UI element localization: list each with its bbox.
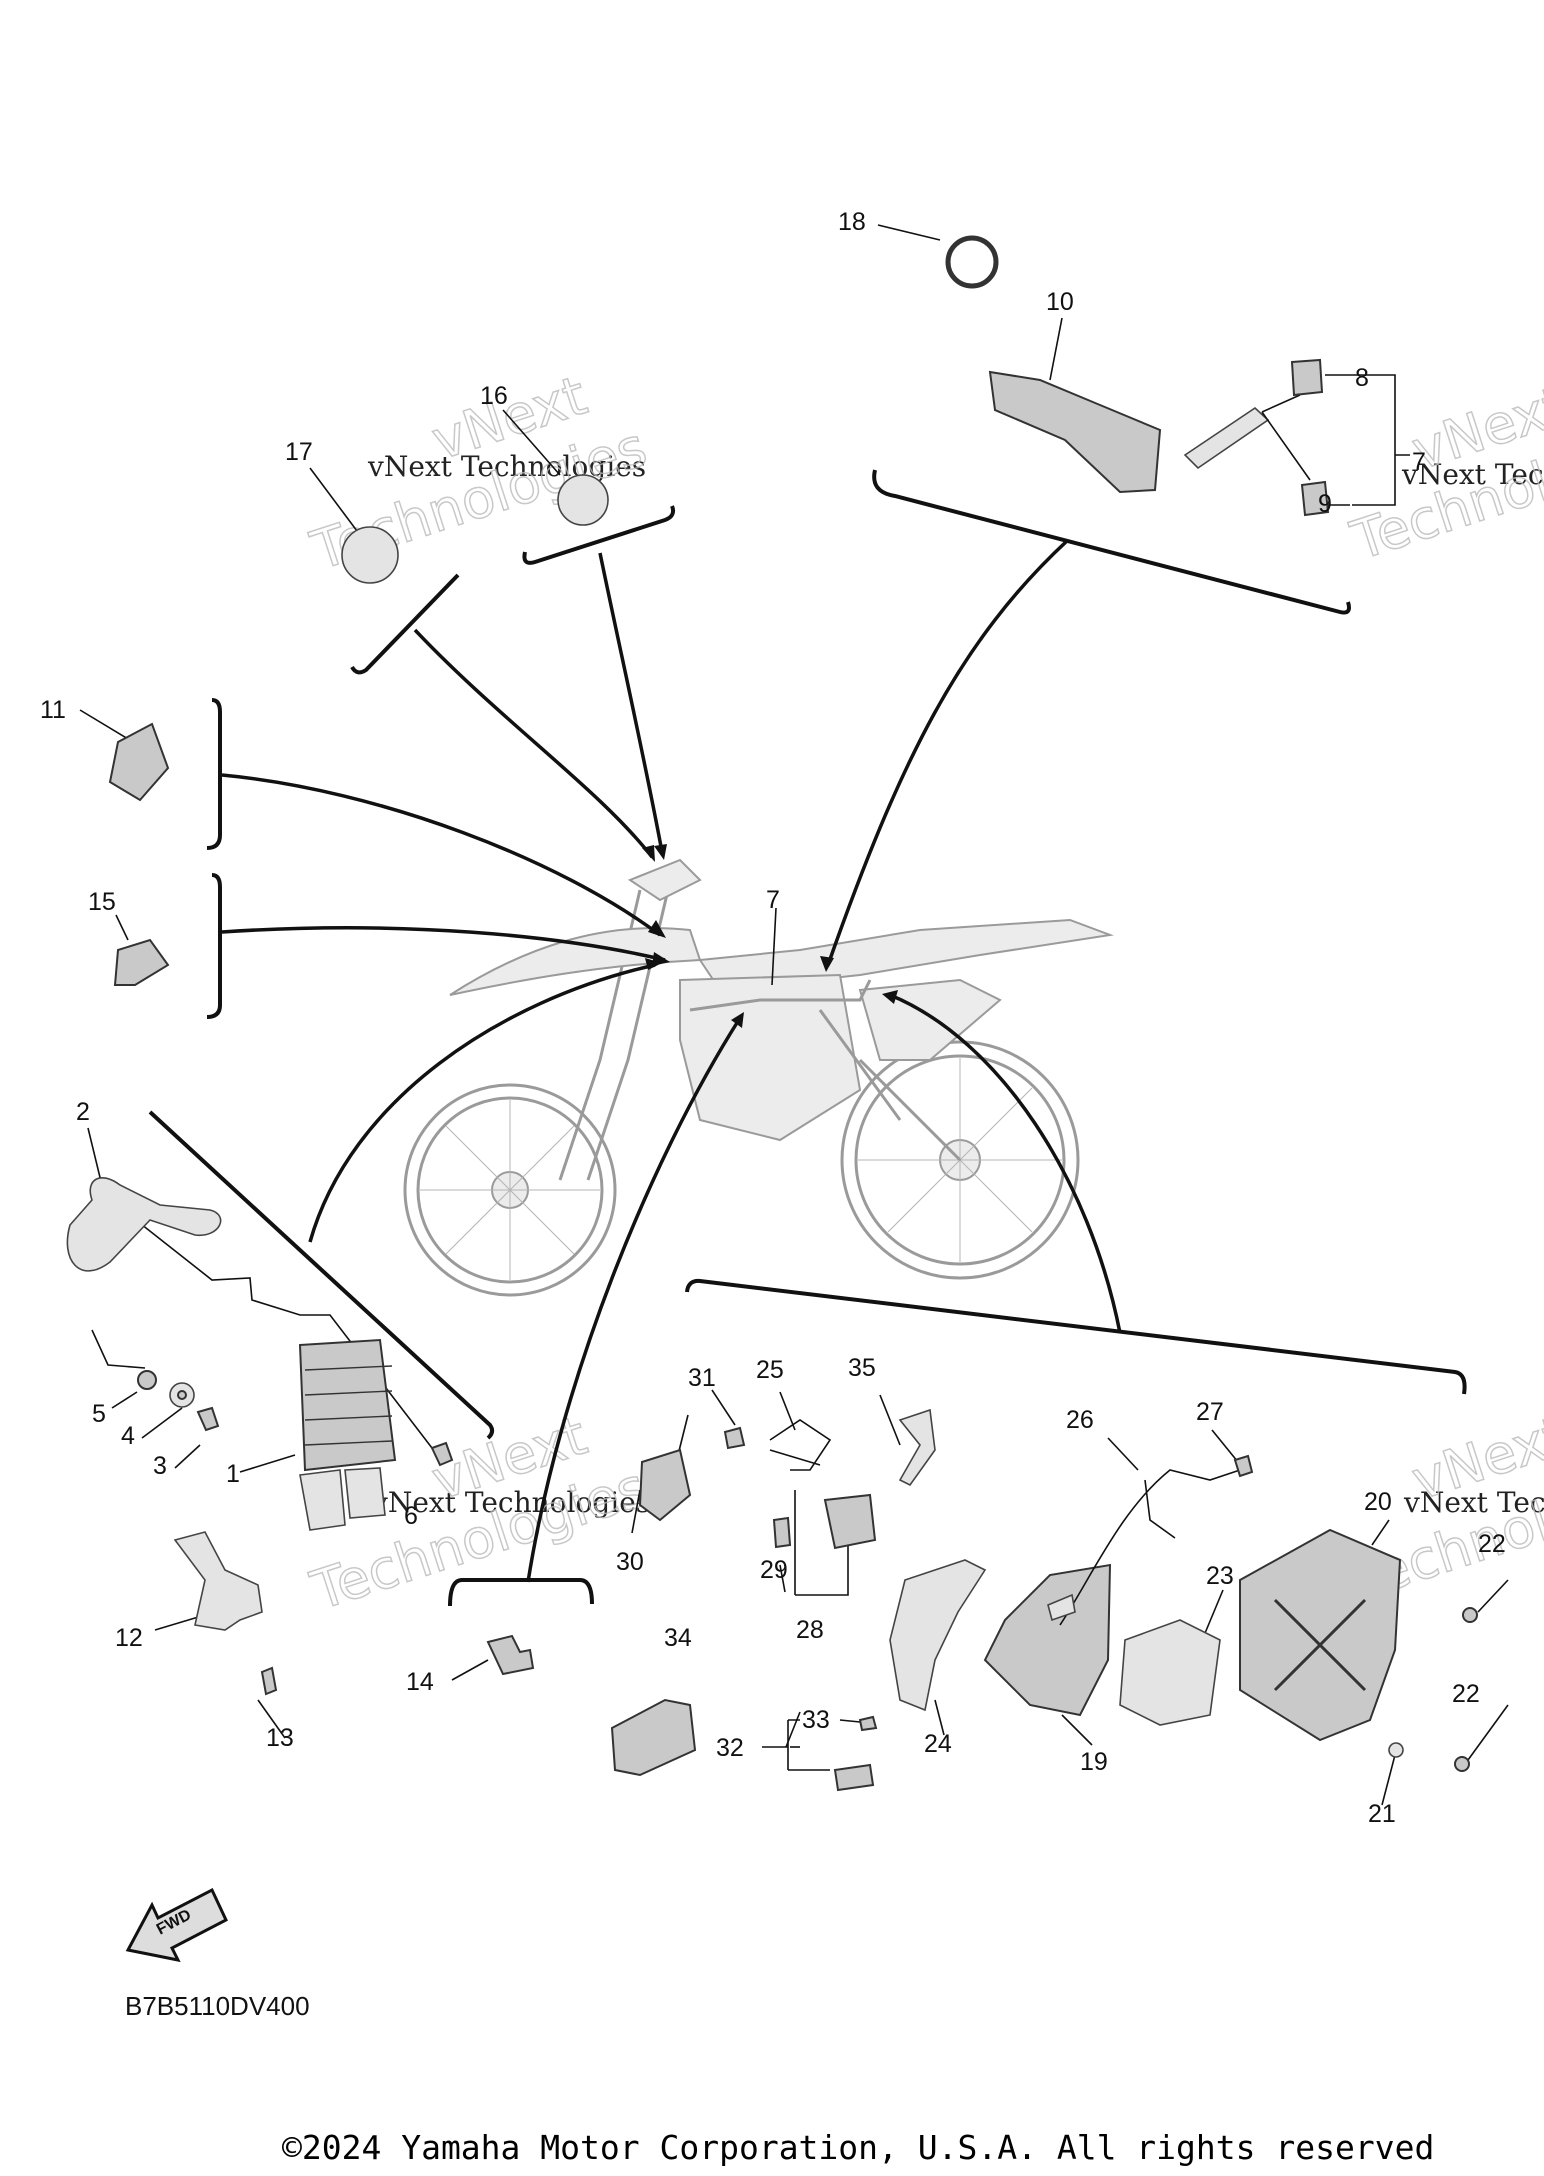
nut-part-5 bbox=[137, 1370, 157, 1390]
coupler-part-8 bbox=[1290, 358, 1324, 397]
leader-arrows bbox=[221, 538, 1122, 1583]
regulator-fins bbox=[304, 1365, 393, 1446]
callout-13: 13 bbox=[266, 1724, 294, 1752]
group-brackets bbox=[148, 469, 1467, 1607]
callout-27: 27 bbox=[1196, 1398, 1224, 1426]
callout-6: 6 bbox=[404, 1502, 418, 1530]
callout-16: 16 bbox=[480, 382, 508, 410]
bolt-part-14 bbox=[486, 1634, 535, 1676]
cover-part-24 bbox=[889, 1559, 987, 1712]
arrow-heads bbox=[642, 844, 898, 1028]
part-shapes bbox=[66, 235, 1478, 1792]
callout-labels: 1 2 3 4 5 6 7 7 8 9 10 11 12 13 14 15 16… bbox=[40, 208, 1506, 1828]
callout-10: 10 bbox=[1046, 288, 1074, 316]
ecu-part-34 bbox=[610, 1698, 697, 1777]
bolt-part-6 bbox=[430, 1441, 454, 1467]
pad-part-23 bbox=[1119, 1619, 1221, 1726]
callout-3: 3 bbox=[153, 1452, 167, 1480]
bolt-part-13 bbox=[260, 1666, 278, 1696]
callout-7: 7 bbox=[766, 886, 780, 914]
fuse-holder-part-32 bbox=[833, 1763, 875, 1792]
clip-part-31 bbox=[723, 1426, 746, 1450]
washer-part-21 bbox=[1388, 1742, 1404, 1758]
callout-29: 29 bbox=[760, 1556, 788, 1584]
svg-text:vNext Technologies: vNext Technologies bbox=[1401, 458, 1544, 491]
callout-2: 2 bbox=[76, 1098, 90, 1126]
svg-text:vNext Technologies: vNext Technologies bbox=[1403, 1486, 1544, 1519]
callout-34: 34 bbox=[664, 1624, 692, 1652]
coupler-part-30 bbox=[638, 1448, 692, 1522]
callout-23: 23 bbox=[1206, 1562, 1234, 1590]
callout-8: 8 bbox=[1355, 364, 1369, 392]
callout-19: 19 bbox=[1080, 1748, 1108, 1776]
case-part-19 bbox=[983, 1563, 1112, 1717]
callout-30: 30 bbox=[616, 1548, 644, 1576]
band-part-35 bbox=[898, 1408, 936, 1487]
svg-text:vNext Technologies: vNext Technologies bbox=[371, 1486, 650, 1519]
cover-part-10 bbox=[988, 370, 1162, 494]
relay-part-28 bbox=[823, 1493, 877, 1550]
harness-part-25 bbox=[769, 1419, 832, 1471]
svg-text:vNext Technologies: vNext Technologies bbox=[367, 450, 646, 483]
callout-22: 22 bbox=[1478, 1530, 1506, 1558]
callout-4: 4 bbox=[121, 1422, 135, 1450]
sensor-part-15 bbox=[113, 938, 170, 986]
callout-7b: 7 bbox=[1412, 448, 1426, 476]
callout-14: 14 bbox=[406, 1668, 434, 1696]
band-part-17 bbox=[341, 526, 399, 584]
diagram-code: B7B5110DV400 bbox=[125, 1991, 310, 2021]
callout-28: 28 bbox=[796, 1616, 824, 1644]
coupler-part-9 bbox=[1300, 480, 1330, 517]
bolt-part-3 bbox=[196, 1406, 220, 1432]
band-part-18 bbox=[945, 235, 999, 289]
callout-26: 26 bbox=[1066, 1406, 1094, 1434]
bracket-part-20 bbox=[1239, 1528, 1402, 1742]
callout-15: 15 bbox=[88, 888, 116, 916]
nut-part-22 bbox=[1462, 1607, 1478, 1623]
callout-9: 9 bbox=[1318, 490, 1332, 518]
callout-21: 21 bbox=[1368, 1800, 1396, 1828]
copyright-notice: ©2024 Yamaha Motor Corporation, U.S.A. A… bbox=[282, 2128, 1435, 2167]
motorcycle-illustration bbox=[403, 858, 1114, 1297]
sensor-part-11 bbox=[108, 722, 170, 802]
callout-32: 32 bbox=[716, 1734, 744, 1762]
regulator-connectors bbox=[299, 1467, 386, 1531]
nut-part-22b bbox=[1454, 1756, 1470, 1772]
bracket-part-2 bbox=[66, 1176, 222, 1272]
fuse-part-29 bbox=[772, 1516, 792, 1549]
lead-wire-part-7 bbox=[1183, 406, 1270, 470]
bolt-part-27 bbox=[1233, 1454, 1254, 1478]
regulator-part-1 bbox=[298, 1338, 397, 1472]
callout-24: 24 bbox=[924, 1730, 952, 1758]
forward-direction-arrow: FWD bbox=[125, 1887, 228, 1963]
callout-5: 5 bbox=[92, 1400, 106, 1428]
bracket-part-12 bbox=[173, 1531, 263, 1631]
callout-1: 1 bbox=[226, 1460, 240, 1488]
callout-17: 17 bbox=[285, 438, 313, 466]
callout-35: 35 bbox=[848, 1354, 876, 1382]
callout-18: 18 bbox=[838, 208, 866, 236]
callout-20: 20 bbox=[1364, 1488, 1392, 1516]
callout-33: 33 bbox=[802, 1706, 830, 1734]
callout-22b: 22 bbox=[1452, 1680, 1480, 1708]
band-part-16 bbox=[557, 474, 609, 526]
callout-25: 25 bbox=[756, 1356, 784, 1384]
callout-12: 12 bbox=[115, 1624, 143, 1652]
callout-31: 31 bbox=[688, 1364, 716, 1392]
callout-11: 11 bbox=[40, 696, 66, 724]
fuse-part-33 bbox=[858, 1715, 878, 1732]
